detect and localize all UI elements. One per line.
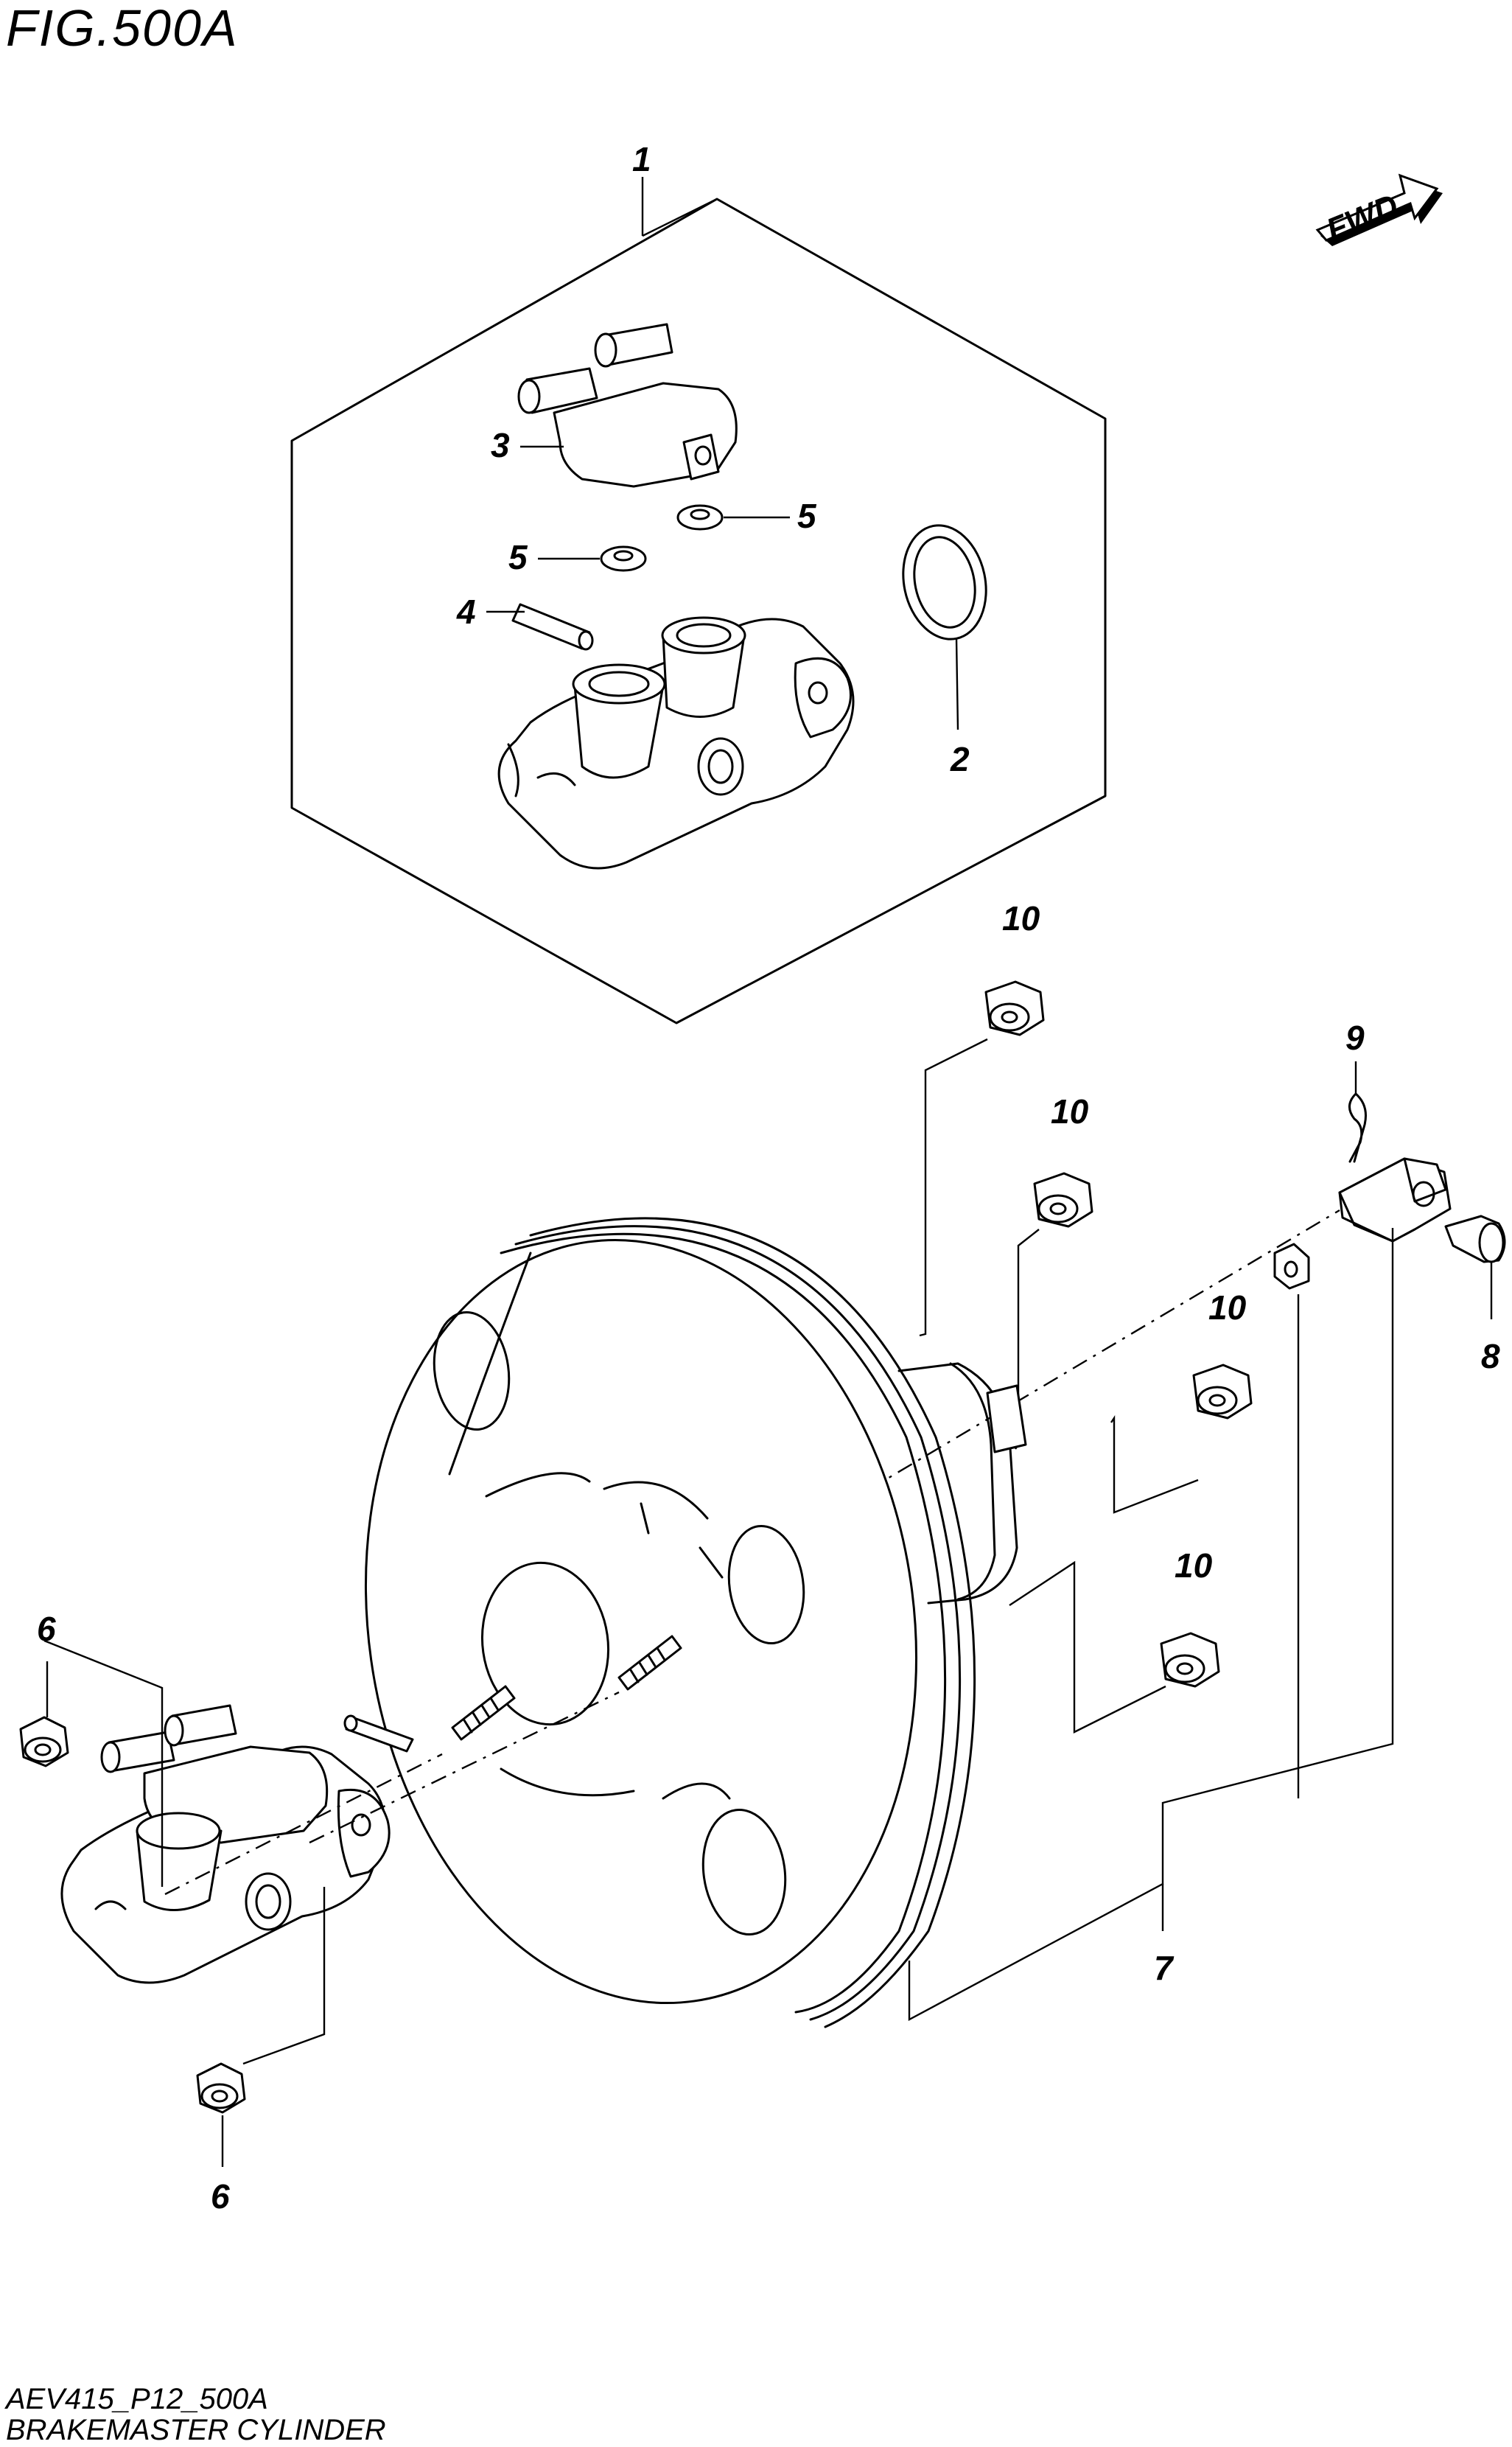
footer-code: AEV415_P12_500A — [4, 2383, 268, 2415]
nut-10-d — [1160, 1632, 1220, 1688]
master-cylinder-body — [497, 616, 855, 870]
nut-6-upper — [19, 1716, 69, 1767]
seal-5-upper — [676, 504, 724, 531]
callout-2: 2 — [950, 740, 970, 778]
callout-10-a: 10 — [1002, 899, 1040, 938]
clip-9 — [1348, 1092, 1367, 1163]
callout-10-c: 10 — [1208, 1288, 1247, 1327]
master-cylinder-assembled — [60, 1704, 414, 1984]
leader-6-lower — [242, 1887, 326, 2065]
reservoir-connector — [517, 323, 738, 488]
clevis-yoke — [1338, 1157, 1452, 1243]
callout-5-upper: 5 — [797, 497, 817, 535]
pin-4 — [511, 603, 594, 651]
leader-10-d — [1009, 1560, 1166, 1734]
fwd-arrow-icon: FWD — [1315, 173, 1443, 248]
callout-1: 1 — [632, 140, 651, 178]
callout-5-lower: 5 — [508, 538, 528, 576]
clevis-pin-8 — [1444, 1215, 1506, 1263]
stud-axis-lower — [309, 1691, 620, 1844]
callout-10-b: 10 — [1051, 1092, 1089, 1131]
callout-10-d: 10 — [1175, 1546, 1213, 1585]
fwd-label: FWD — [1321, 187, 1403, 248]
figure-title: FIG.500A — [6, 0, 239, 57]
footer-name: BRAKEMASTER CYLINDER — [6, 2414, 386, 2446]
callout-3: 3 — [491, 426, 510, 464]
callout-6-lower: 6 — [211, 2177, 230, 2216]
kit-boundary — [290, 198, 1107, 1024]
callout-7: 7 — [1154, 1949, 1175, 1987]
nut-6-lower — [196, 2062, 246, 2114]
leader-10-a — [919, 1038, 988, 1337]
brake-booster — [365, 1217, 1027, 2028]
callout-4: 4 — [456, 593, 476, 631]
pushrod-axis — [810, 1209, 1340, 1526]
booster-stud-upper — [617, 1635, 682, 1691]
callout-8: 8 — [1481, 1337, 1500, 1375]
nut-10-c — [1192, 1364, 1253, 1420]
leader-7 — [908, 1228, 1394, 2022]
leader-6-upper — [43, 1639, 164, 1887]
nut-10-b — [1033, 1172, 1093, 1228]
callout-6-upper: 6 — [37, 1610, 56, 1648]
nut-10-a — [984, 980, 1045, 1036]
callout-9: 9 — [1345, 1019, 1365, 1057]
leader-10-c — [1110, 1415, 1199, 1514]
rod-locknut — [1273, 1243, 1310, 1290]
seal-5-lower — [600, 545, 647, 572]
booster-stud-lower — [451, 1685, 516, 1741]
o-ring-2 — [902, 524, 987, 640]
